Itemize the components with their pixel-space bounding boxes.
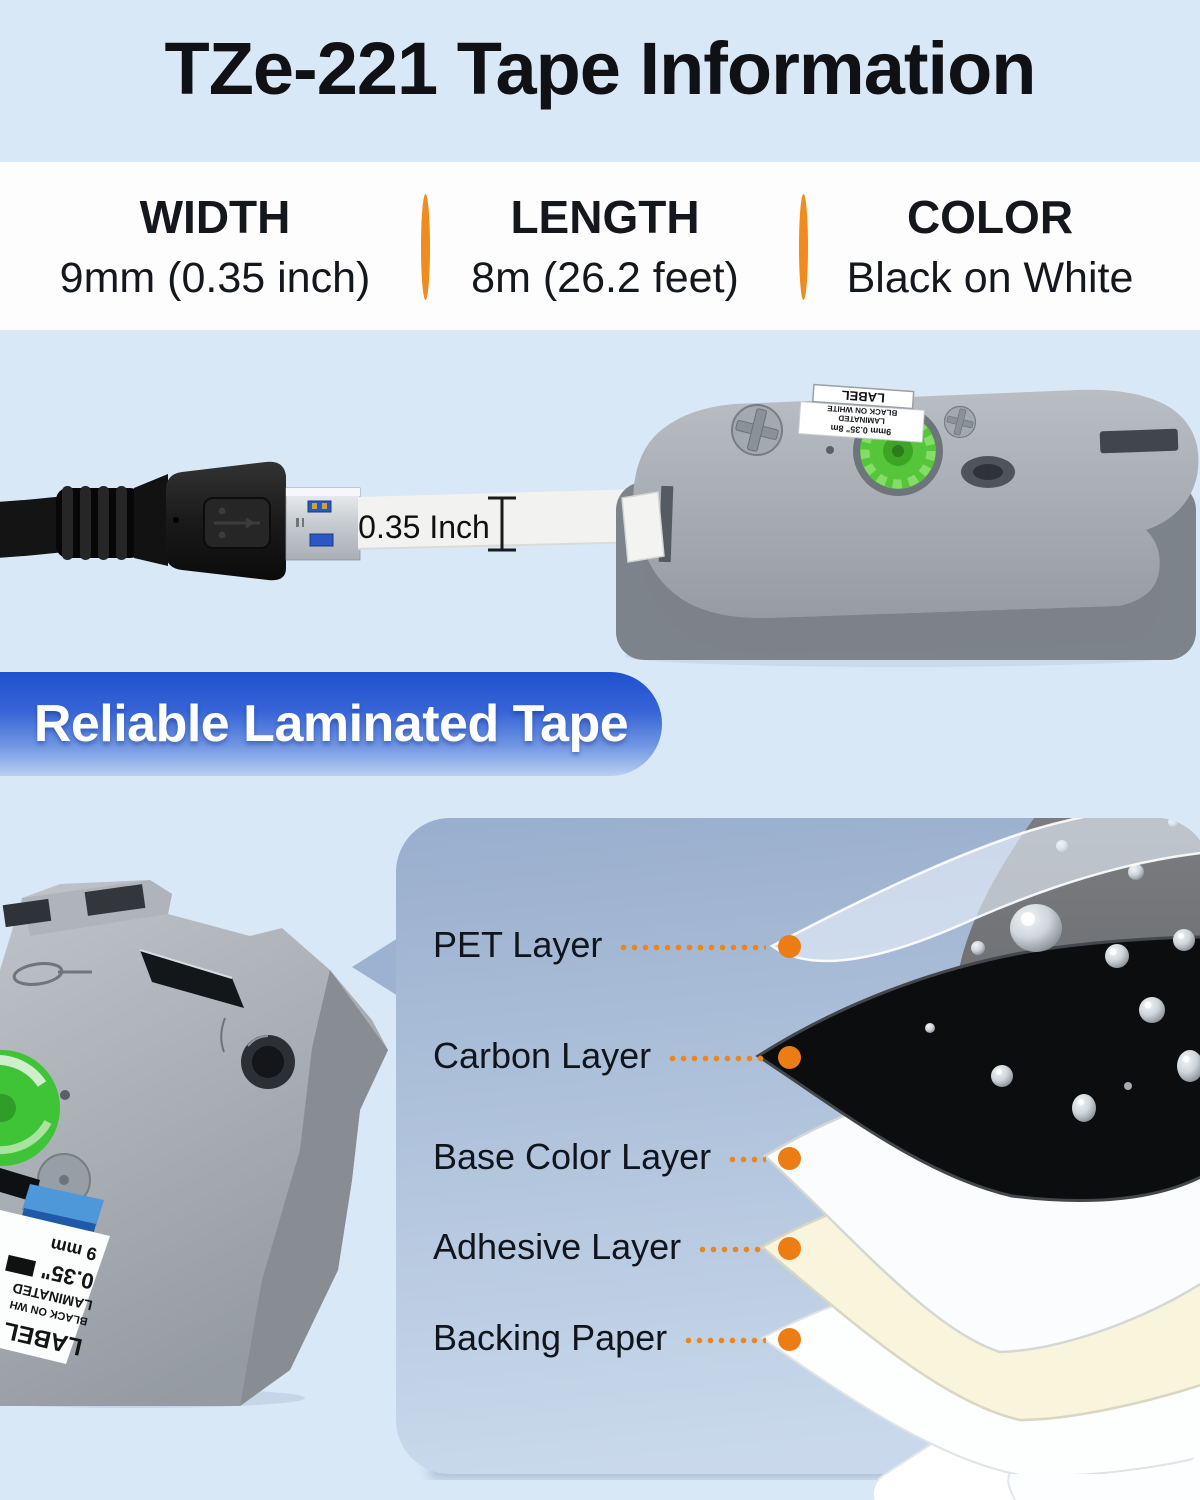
section-banner: Reliable Laminated Tape: [0, 672, 662, 776]
measure-bracket-icon: [488, 496, 516, 552]
leader-dot-icon: [778, 935, 801, 958]
closeup-side-face: [240, 970, 388, 1406]
spec-color-value: Black on White: [846, 253, 1134, 302]
cassette-screw-right: [943, 405, 977, 439]
cassette-tape-exit: [621, 491, 665, 563]
banner-text: Reliable Laminated Tape: [33, 695, 629, 753]
leader-dot-icon: [778, 1237, 801, 1260]
usb-contact-blue-1: [307, 500, 332, 513]
tape-cassette: 9mm 0.35" 8m LAMINATED BLACK ON WHITE LA…: [616, 383, 1199, 660]
closeup-pin-slot: [12, 962, 92, 986]
spec-width-label: WIDTH: [139, 190, 291, 243]
dotted-leader-icon: [697, 1245, 766, 1253]
tape-measure-label: 0.35 Inch: [358, 509, 490, 545]
spec-band: WIDTH 9mm (0.35 inch) LENGTH 8m (26.2 fe…: [0, 162, 1200, 330]
spec-length: LENGTH 8m (26.2 feet): [430, 162, 780, 330]
spec-width: WIDTH 9mm (0.35 inch): [20, 162, 410, 330]
layer-label: Carbon Layer: [433, 1035, 652, 1076]
layer-label: Backing Paper: [433, 1317, 668, 1358]
spec-length-value: 8m (26.2 feet): [471, 253, 739, 302]
usb-cable: [0, 474, 168, 566]
closeup-blue-stripe: [22, 1184, 104, 1226]
usb-plug: [166, 461, 286, 581]
spec-divider-2: [799, 194, 808, 300]
usb-contact-blue-2: [309, 533, 334, 547]
leader-dot-icon: [778, 1147, 801, 1170]
cassette-screw-left: [731, 404, 783, 456]
closeup-tape-slot: [140, 950, 244, 1008]
spec-color: COLOR Black on White: [800, 162, 1180, 330]
pet-layer-sheet: [769, 818, 1200, 963]
closeup-label-band: [0, 1210, 110, 1364]
layer-row-pet: PET Layer: [433, 922, 801, 968]
layer-row-backing: Backing Paper: [433, 1315, 801, 1361]
spec-length-label: LENGTH: [510, 190, 700, 243]
cassette-label-line1: 9mm 0.35" 8m: [830, 423, 891, 437]
panel-tail: [352, 938, 398, 996]
layer-row-base-color: Base Color Layer: [433, 1134, 801, 1180]
layer-label: Adhesive Layer: [433, 1226, 682, 1267]
layer-row-carbon: Carbon Layer: [433, 1033, 801, 1079]
closeup-green-spool: [0, 1050, 60, 1166]
layer-label: Base Color Layer: [433, 1136, 712, 1177]
page-title: TZe-221 Tape Information: [164, 27, 1037, 110]
dotted-leader-icon: [618, 943, 766, 951]
cartridge-closeup-photo: LABEL BLACK ON WH LAMINATED 0.35" 9 mm: [0, 880, 388, 1408]
leader-dot-icon: [778, 1328, 801, 1351]
dotted-leader-icon: [667, 1054, 766, 1062]
dotted-leader-icon: [683, 1336, 766, 1344]
dotted-leader-icon: [727, 1155, 766, 1163]
closeup-label-badge: [5, 1254, 37, 1277]
laminated-layers-panel: [352, 818, 1200, 1500]
tape-width-photo: 0.35 Inch: [0, 383, 1199, 667]
cassette-label: 9mm 0.35" 8m LAMINATED BLACK ON WHITE LA…: [797, 383, 925, 443]
usb-metal-shell: [285, 487, 361, 561]
spec-divider-1: [421, 194, 430, 300]
spec-color-label: COLOR: [906, 190, 1074, 243]
layer-row-adhesive: Adhesive Layer: [433, 1224, 801, 1270]
cassette-label-line2: LAMINATED: [838, 413, 885, 425]
cassette-label-line4: LABEL: [841, 388, 885, 406]
carbon-layer-sheet: [755, 935, 1200, 1202]
leader-dot-icon: [778, 1046, 801, 1069]
layer-label: PET Layer: [433, 924, 603, 965]
spec-width-value: 9mm (0.35 inch): [59, 253, 371, 302]
